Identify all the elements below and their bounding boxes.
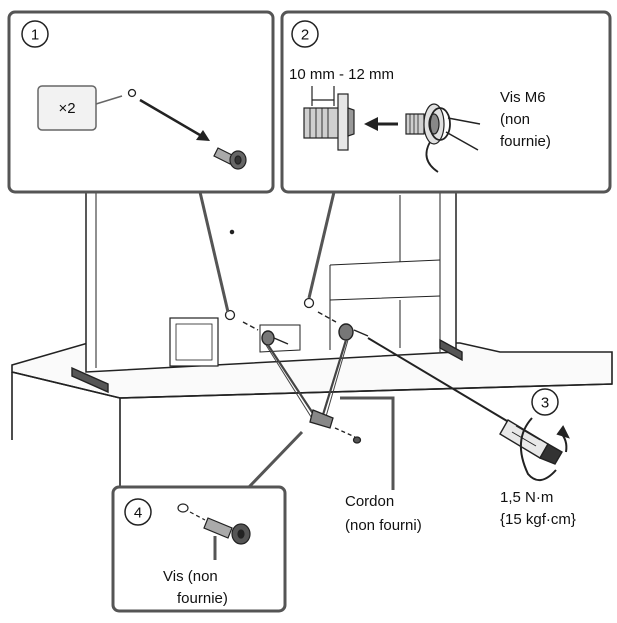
dimension-label: 10 mm - 12 mm bbox=[289, 66, 394, 83]
step2-screw-m6 bbox=[405, 103, 481, 173]
torque-line2: {15 kgf·cm} bbox=[500, 511, 576, 528]
quantity-badge bbox=[37, 85, 97, 131]
tv-stand-feet bbox=[71, 338, 463, 394]
callout-step1: 1 ×2 bbox=[7, 10, 275, 194]
step4-number-badge bbox=[124, 498, 152, 526]
quantity-label: ×2 bbox=[58, 100, 75, 117]
tv-back-screws bbox=[242, 311, 369, 346]
table-screw bbox=[309, 409, 362, 444]
callout-step4: 4 Vis (non fournie) bbox=[111, 485, 287, 613]
step1-number: 1 bbox=[31, 27, 39, 44]
step4-screw-label-line2: fournie) bbox=[177, 590, 228, 607]
step2-screw-label-line3: fournie) bbox=[500, 133, 551, 150]
leader-lines bbox=[198, 191, 395, 490]
step3-number-badge bbox=[531, 388, 559, 416]
step1-number-badge bbox=[21, 20, 49, 48]
callout-step2: 2 10 mm - 12 mm Vis M6 (non bbox=[280, 10, 612, 194]
step4-screw-label-line1: Vis (non bbox=[163, 568, 218, 585]
step2-screw-label-line1: Vis M6 bbox=[500, 89, 546, 106]
step4-number: 4 bbox=[134, 505, 142, 522]
step2-number: 2 bbox=[301, 27, 309, 44]
step2-bolt bbox=[303, 93, 355, 151]
step1-screw bbox=[213, 147, 247, 170]
cord-label-line1: Cordon bbox=[345, 493, 394, 510]
screwdriver bbox=[367, 337, 563, 465]
torque-line1: 1,5 N·m bbox=[500, 489, 553, 506]
tv-back-panel bbox=[85, 190, 457, 373]
step4-screw bbox=[177, 503, 251, 545]
rotation-arrow-icon bbox=[520, 417, 570, 481]
step2-screw-label-line2: (non bbox=[500, 111, 530, 128]
step2-number-badge bbox=[291, 20, 319, 48]
step3-number: 3 bbox=[541, 395, 549, 412]
cord-label-line2: (non fourni) bbox=[345, 517, 422, 534]
